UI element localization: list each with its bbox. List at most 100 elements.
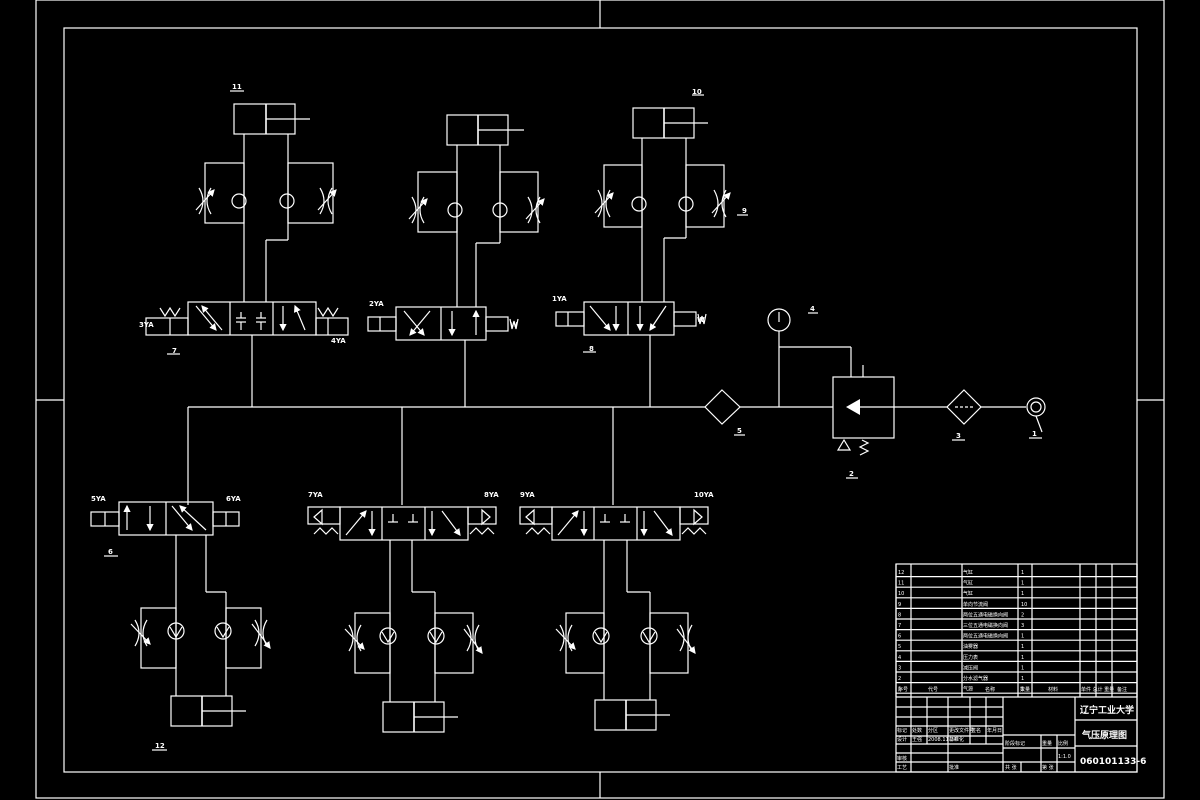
design-date: 2008.11.24: [928, 737, 957, 743]
callout-1: 1: [1032, 430, 1037, 438]
cylinder-12-circuit: [130, 607, 271, 727]
rev-date: 年月日: [987, 727, 1002, 734]
approve-label: 批准: [949, 764, 959, 771]
callout-11: 11: [232, 83, 242, 91]
bom-no: 1: [898, 687, 901, 693]
drawing-title: 气压原理图: [1081, 729, 1127, 741]
main-supply-line: [187, 335, 1026, 505]
bom-qty: 1: [1021, 644, 1024, 650]
solenoid-labels: 3YA 4YA 2YA 1YA 5YA 6YA 7YA 8YA 9YA 10YA…: [91, 295, 714, 503]
cylinder-right-lower-circuit: [555, 612, 696, 731]
callout-8: 8: [589, 345, 594, 353]
bom-qty: 1: [1021, 634, 1024, 640]
filter-element: [946, 389, 982, 425]
review-label: 审核: [897, 755, 907, 762]
bom-name: 两位五通电磁换向阀: [963, 633, 1008, 640]
bom-name: 气缸: [963, 580, 973, 587]
rev-sign: 签名: [971, 727, 981, 734]
callout-10: 10: [692, 88, 702, 96]
callout-leaders: [104, 90, 1042, 751]
valve-upper-mid: [367, 306, 519, 341]
sheet-label: 第 张: [1042, 764, 1054, 771]
solenoid-6ya: 6YA: [226, 495, 241, 503]
bom-no: 11: [898, 581, 904, 587]
solenoid-9ya: 9YA: [520, 491, 535, 499]
drawing-number: 060101133-6: [1080, 757, 1146, 767]
bom-name: 气缸: [963, 569, 973, 576]
valve-lower-right: [519, 506, 709, 700]
cylinder-mid-circuit: [408, 114, 545, 307]
bom-header: 序号: [898, 686, 908, 693]
pressure-gauge: [767, 308, 852, 407]
bom-qty: 1: [1021, 581, 1024, 587]
bom-no: 3: [898, 665, 901, 671]
bom-name: 两位五通电磁换向阀: [963, 611, 1008, 618]
bom-name: 单向节流阀: [963, 601, 988, 608]
rev-mark: 标记: [897, 727, 907, 734]
callout-2: 2: [849, 470, 854, 478]
solenoid-7ya: 7YA: [308, 491, 323, 499]
designer: 王强: [912, 737, 922, 743]
valve-upper-left: [145, 301, 349, 336]
callout-3: 3: [956, 432, 961, 440]
bom-qty: 1: [1021, 676, 1024, 682]
solenoid-1ya: 1YA: [552, 295, 567, 303]
bom-no: 10: [898, 591, 904, 597]
bom-header: 单件 总计 重量: [1081, 686, 1114, 693]
bom-qty: 1: [1021, 655, 1024, 661]
bom-name: 压力表: [963, 654, 978, 661]
stage-label: 阶段标记: [1005, 740, 1025, 747]
solenoid-2ya: 2YA: [369, 300, 384, 308]
bom-header: 名称: [985, 686, 995, 693]
bom-no: 2: [898, 676, 901, 682]
bom-name: 减压阀: [963, 664, 978, 671]
callout-4: 4: [810, 305, 815, 313]
rev-zone: 分区: [928, 727, 938, 734]
bom-header: 材料: [1048, 686, 1058, 693]
bom-qty: 1: [1021, 570, 1024, 576]
bom-name: 三位五通电磁换向阀: [963, 622, 1008, 629]
spring-mark-right: W: [697, 316, 705, 324]
drawing-frame: [35, 0, 1165, 799]
process-label: 工艺: [897, 765, 907, 771]
air-source: [1026, 397, 1046, 433]
callout-7: 7: [172, 347, 177, 355]
bom-qty: 2: [1021, 612, 1024, 618]
solenoid-8ya: 8YA: [484, 491, 499, 499]
bom-no: 12: [898, 570, 904, 576]
lubricator: [704, 389, 741, 425]
solenoid-5ya: 5YA: [91, 495, 106, 503]
design-label: 设计: [897, 736, 907, 743]
bom-name: 气源: [963, 686, 973, 693]
cylinder-10-circuit: [594, 107, 731, 302]
solenoid-4ya: 4YA: [331, 337, 346, 345]
callout-6: 6: [108, 548, 113, 556]
bom-qty: 1: [1021, 665, 1024, 671]
total-label: 共 张: [1005, 764, 1017, 771]
bom-name: 气缸: [963, 590, 973, 597]
callout-5: 5: [737, 427, 742, 435]
bom-no: 7: [898, 623, 901, 629]
scale-value: 1:1.0: [1058, 754, 1071, 760]
rev-count: 处数: [912, 727, 922, 734]
cylinder-11-circuit: [195, 103, 337, 302]
bom-qty: 1: [1021, 591, 1024, 597]
solenoid-3ya: 3YA: [139, 321, 154, 329]
bom-name: 油雾器: [963, 643, 978, 650]
ratio-label: 比例: [1058, 740, 1068, 747]
bom-qty: 1: [1021, 687, 1024, 693]
solenoid-10ya: 10YA: [694, 491, 714, 499]
spring-mark-mid: W: [510, 321, 518, 329]
bom-header: 数量: [1020, 686, 1030, 693]
bom-no: 6: [898, 634, 901, 640]
bom-qty: 3: [1021, 623, 1024, 629]
valve-upper-right: [555, 301, 707, 336]
university-name: 辽宁工业大学: [1080, 704, 1134, 716]
pressure-regulator: [832, 365, 895, 456]
bom-header: 备注: [1117, 686, 1127, 693]
callout-12: 12: [155, 742, 165, 750]
bom-no: 8: [898, 612, 901, 618]
